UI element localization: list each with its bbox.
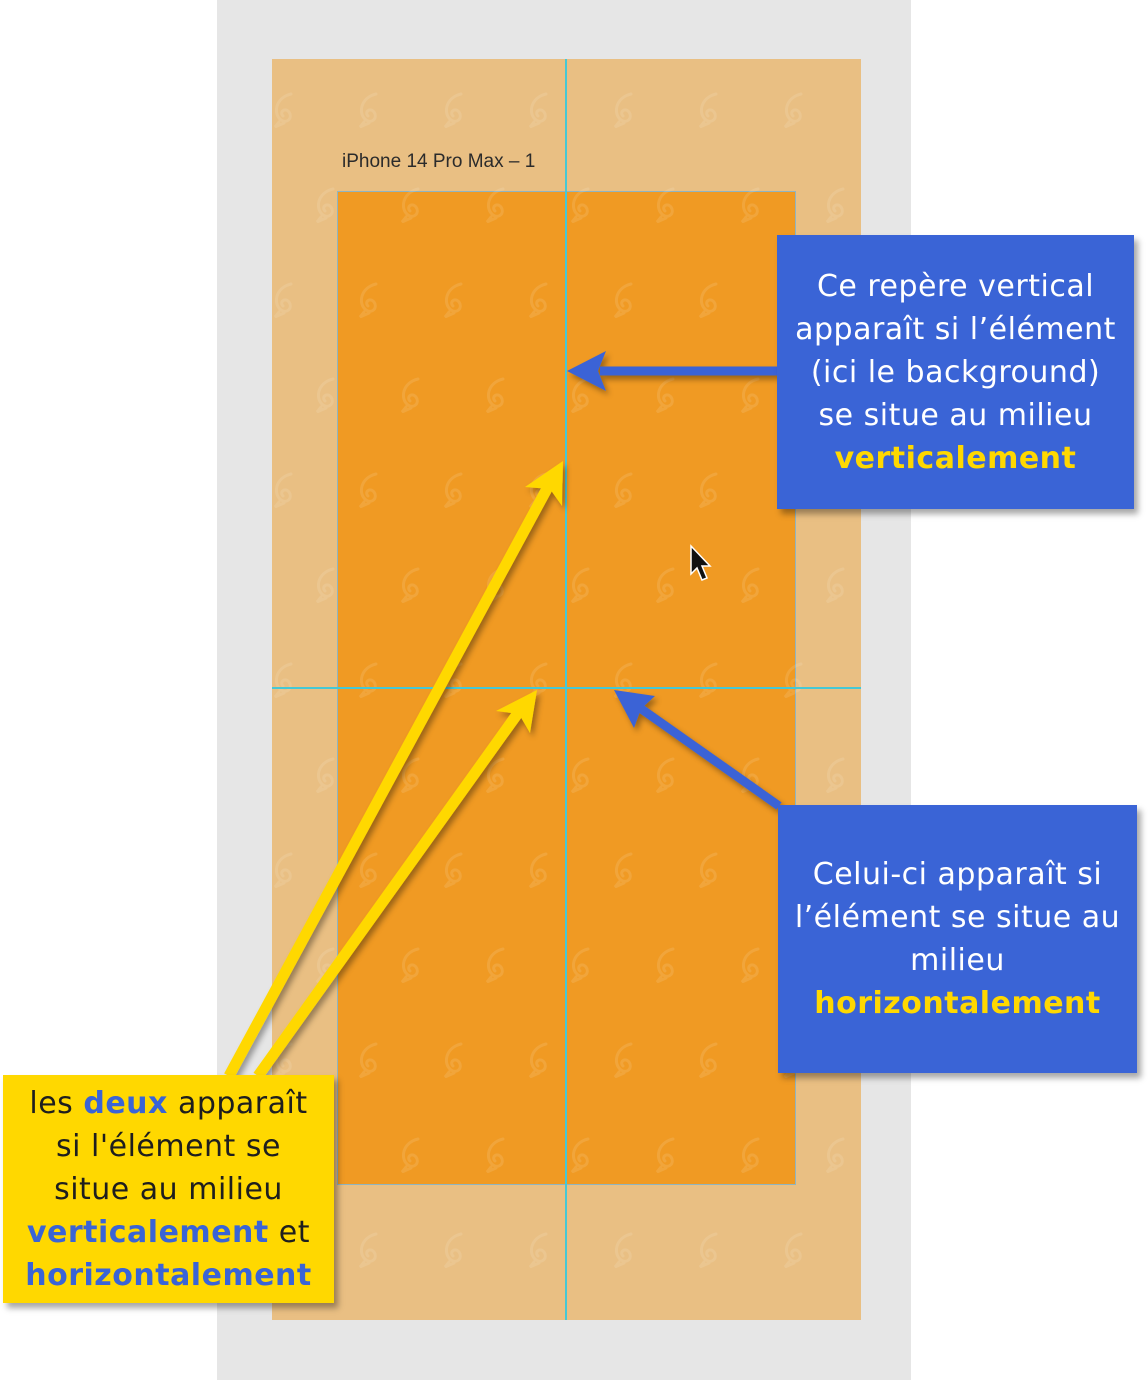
horizontal-center-guide	[272, 687, 861, 689]
callout-horizontal-guide: Celui-ci apparaît si l’élément se situe …	[778, 805, 1137, 1073]
callout-vertical-line2: apparaît si l’élément	[795, 311, 1116, 347]
callout-vertical-line4: se situe au milieu	[818, 397, 1093, 433]
callout-both-line1-post: apparaît	[177, 1085, 308, 1121]
callout-vertical-line1: Ce repère vertical	[816, 268, 1095, 304]
callout-both-line1: les deux apparaît	[29, 1082, 307, 1125]
yellow-arrow-bottom-head	[496, 690, 537, 733]
callout-vertical-highlight: verticalement	[834, 440, 1077, 476]
callout-horizontal-line1: Celui-ci apparaît si	[812, 857, 1103, 892]
callout-both-line1-pre: les	[29, 1085, 74, 1121]
callout-both-line2: si l'élément se	[56, 1128, 281, 1164]
callout-horizontal-highlight: horizontalement	[814, 986, 1101, 1021]
callout-horizontal-line3: milieu	[910, 943, 1005, 978]
vertical-center-guide	[565, 59, 567, 1320]
blue-arrow-horizontal-shaft	[637, 704, 782, 810]
callout-both-line4-post: et	[278, 1214, 311, 1250]
callout-both-line3: situe au milieu	[54, 1171, 283, 1207]
callout-horizontal-line2: l’élément se situe au	[794, 900, 1121, 935]
callout-both-line4-highlight: verticalement	[26, 1214, 269, 1250]
callout-both-line4: verticalement et	[27, 1211, 310, 1254]
yellow-arrow-top-shaft	[224, 482, 554, 1079]
callout-both-line1-highlight: deux	[83, 1085, 168, 1121]
yellow-arrow-bottom-shaft	[253, 709, 523, 1080]
blue-arrow-horizontal-head	[614, 690, 655, 728]
callout-vertical-line3: (ici le background)	[810, 354, 1101, 390]
mouse-pointer-icon	[690, 544, 712, 581]
blue-arrow-vertical-head	[567, 351, 606, 391]
callout-both-guides: les deux apparaît si l'élément se situe …	[3, 1075, 334, 1303]
callout-both-line5-highlight: horizontalement	[25, 1257, 312, 1293]
callout-vertical-guide: Ce repère vertical apparaît si l’élément…	[777, 235, 1134, 509]
artboard-label[interactable]: iPhone 14 Pro Max – 1	[342, 151, 536, 172]
yellow-arrow-top-head	[525, 461, 563, 506]
